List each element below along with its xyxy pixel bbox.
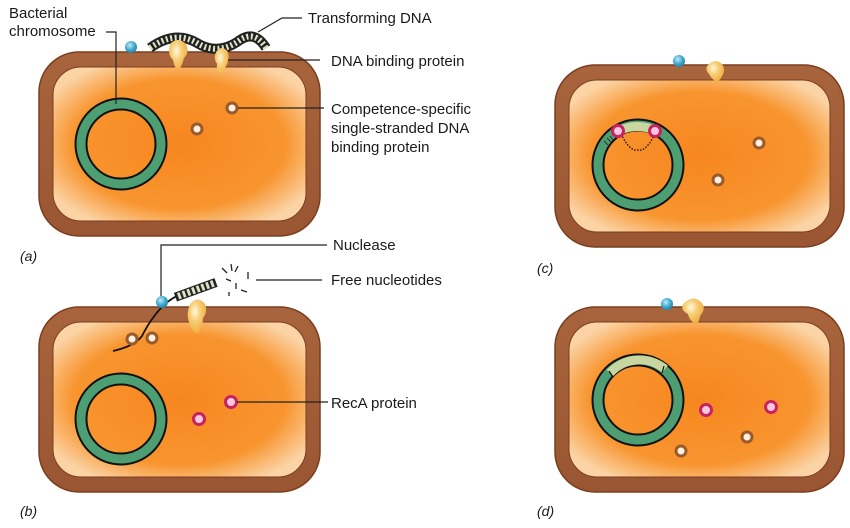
reca-protein [224, 395, 238, 409]
free-nucleotides [221, 263, 249, 296]
panel-label-c: (c) [537, 260, 553, 276]
reca-protein [764, 400, 778, 414]
reca-protein [648, 124, 662, 138]
panel-c: (c) [537, 55, 845, 276]
cytoplasm [568, 79, 831, 233]
displaced-strand [620, 133, 656, 151]
dna-binding-protein [682, 298, 704, 324]
ssb-protein [674, 444, 688, 458]
label-bacterial-chromosome-1: Bacterial [9, 5, 67, 22]
panel-d: (d) [537, 298, 845, 519]
ssb-protein [125, 332, 139, 346]
cytoplasm [52, 66, 307, 222]
ssb-protein [225, 101, 239, 115]
ssb-protein [752, 136, 766, 150]
panel-label-a: (a) [20, 248, 37, 264]
label-transforming-dna: Transforming DNA [308, 10, 432, 27]
nuclease [156, 296, 168, 308]
cytoplasm [52, 321, 307, 478]
transforming-dna-fragment [173, 278, 218, 302]
nuclease [673, 55, 685, 67]
ssb-protein [740, 430, 754, 444]
integrated-dna [606, 355, 668, 377]
dna-binding-protein [214, 48, 229, 76]
panel-a: Bacterial chromosome Transforming DNA DN… [9, 5, 472, 264]
label-competence-1: Competence-specific [331, 101, 472, 118]
panel-b: Nuclease Free nucleotides RecA protein (… [20, 237, 442, 519]
label-nuclease: Nuclease [333, 237, 396, 254]
dna-binding-protein [169, 40, 188, 72]
label-competence-2: single-stranded DNA [331, 120, 469, 137]
leader-line [160, 244, 327, 296]
ssb-protein [145, 331, 159, 345]
ssb-protein [190, 122, 204, 136]
nuclease [661, 298, 673, 310]
reca-protein [699, 403, 713, 417]
label-bacterial-chromosome-2: chromosome [9, 23, 96, 40]
leader-line [106, 31, 117, 104]
label-dna-binding-protein: DNA binding protein [331, 53, 464, 70]
reca-protein [192, 412, 206, 426]
dna-binding-protein [187, 299, 207, 334]
reca-protein [611, 124, 625, 138]
ssb-protein [711, 173, 725, 187]
nuclease [125, 41, 137, 53]
label-competence-3: binding protein [331, 139, 429, 156]
dna-binding-protein [706, 60, 724, 82]
label-free-nucleotides: Free nucleotides [331, 272, 442, 289]
panel-label-b: (b) [20, 503, 37, 519]
label-reca-protein: RecA protein [331, 395, 417, 412]
leader-line [257, 17, 302, 33]
cytoplasm [568, 321, 831, 478]
panel-label-d: (d) [537, 503, 554, 519]
